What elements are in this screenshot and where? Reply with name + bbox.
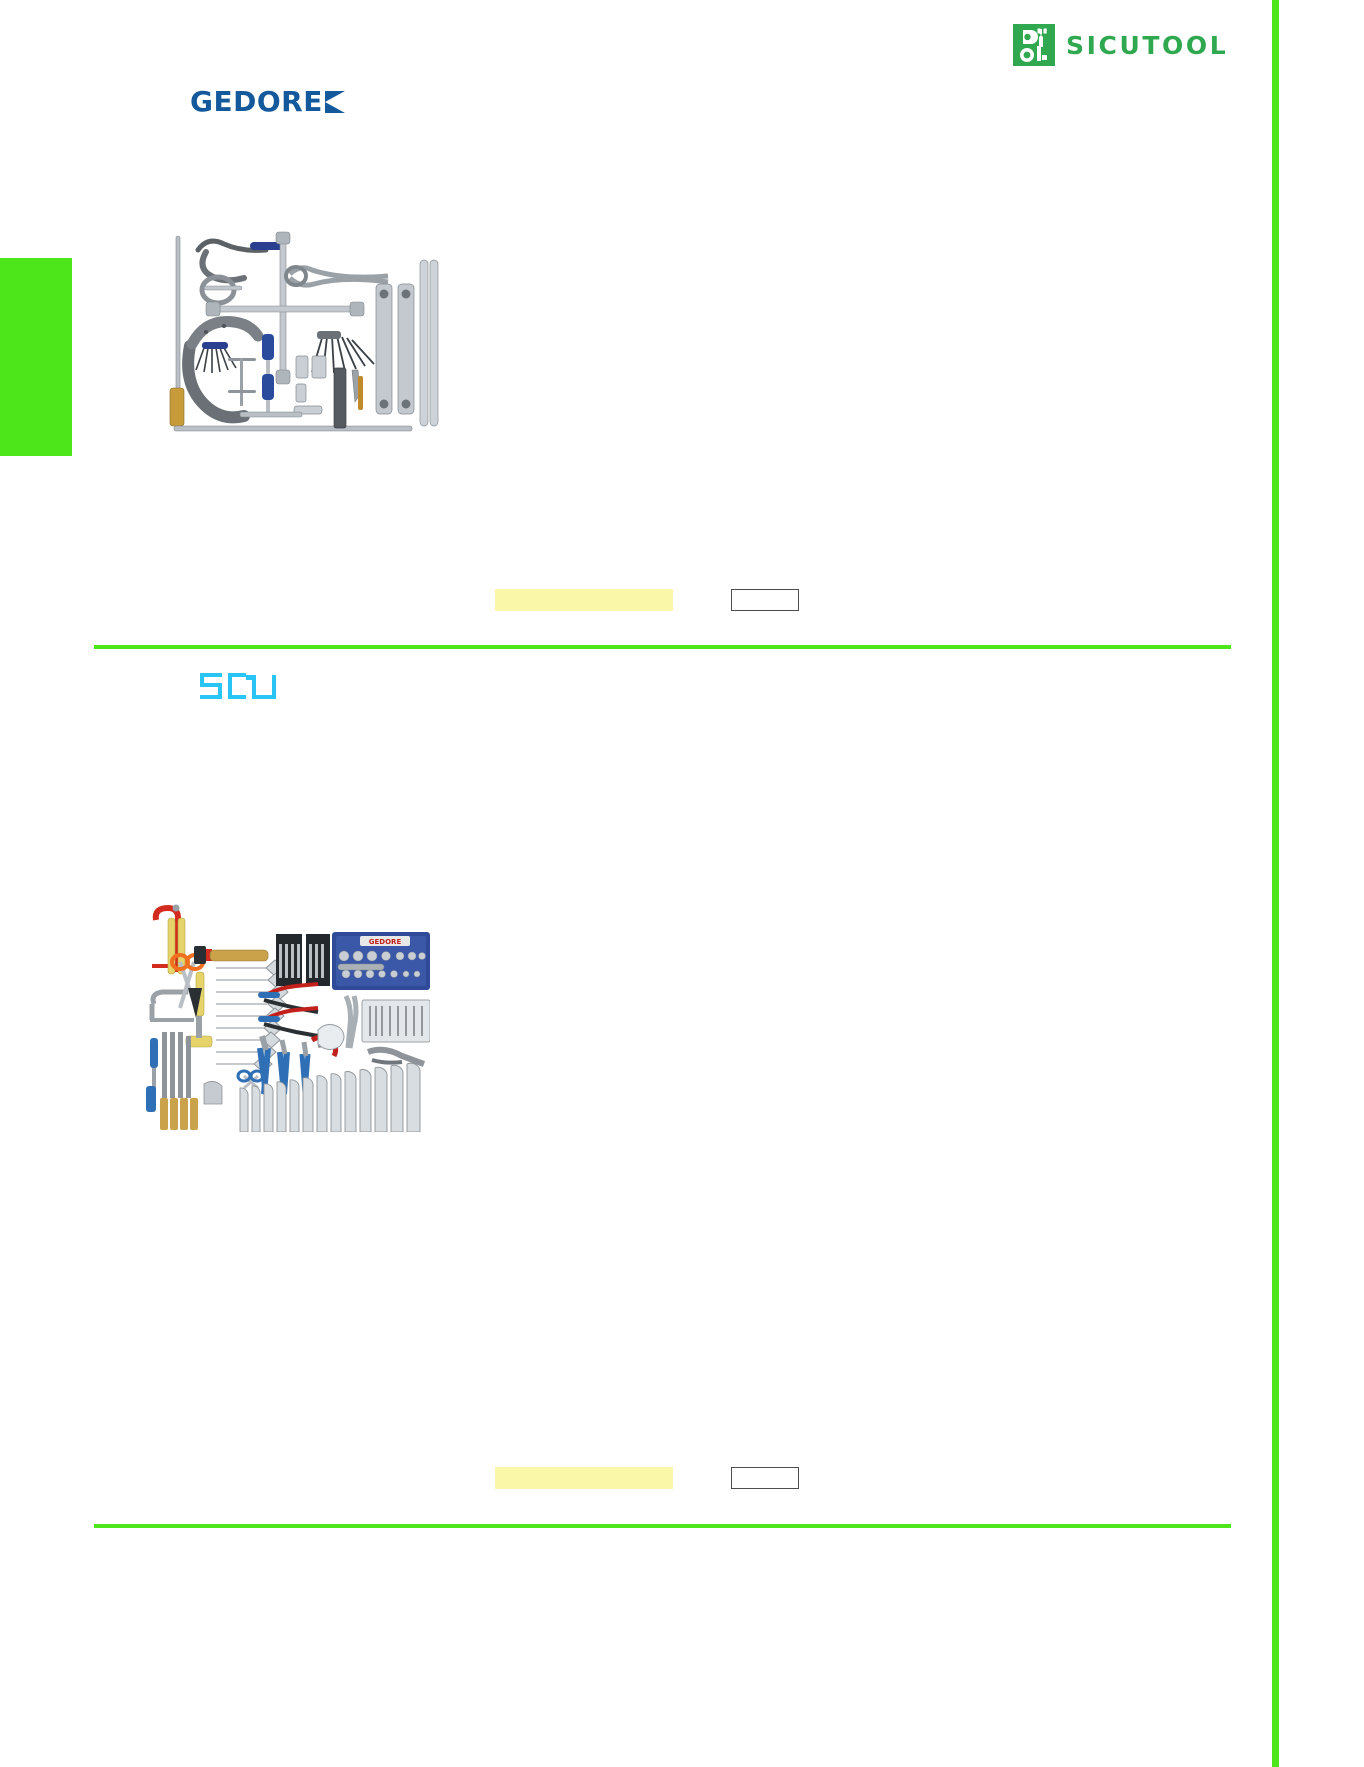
price-highlight-bar xyxy=(495,1467,673,1489)
triangle-flag-icon xyxy=(324,91,345,113)
section-separator xyxy=(94,1524,1231,1528)
price-highlight-bar xyxy=(495,589,673,611)
order-row xyxy=(495,1467,799,1489)
gedore-wordmark: GEDORE xyxy=(190,85,323,118)
sicutool-wordmark: SICUTOOL xyxy=(1066,30,1229,60)
order-code-box[interactable] xyxy=(731,1467,799,1489)
section-color-tab xyxy=(0,258,72,456)
scu-tool-assortment-photo: GEDORE xyxy=(132,900,430,1132)
svg-text:GEDORE: GEDORE xyxy=(369,938,402,946)
right-edge-green-rule xyxy=(1272,0,1279,1767)
scu-logo xyxy=(196,671,282,701)
gedore-logo: GEDORE xyxy=(190,88,345,116)
order-row xyxy=(495,589,799,611)
wrench-gear-icon xyxy=(1013,24,1055,66)
sicutool-logo: SICUTOOL xyxy=(1013,24,1228,66)
section-separator xyxy=(94,645,1231,649)
gedore-tool-assortment-photo xyxy=(162,228,444,446)
order-code-box[interactable] xyxy=(731,589,799,611)
